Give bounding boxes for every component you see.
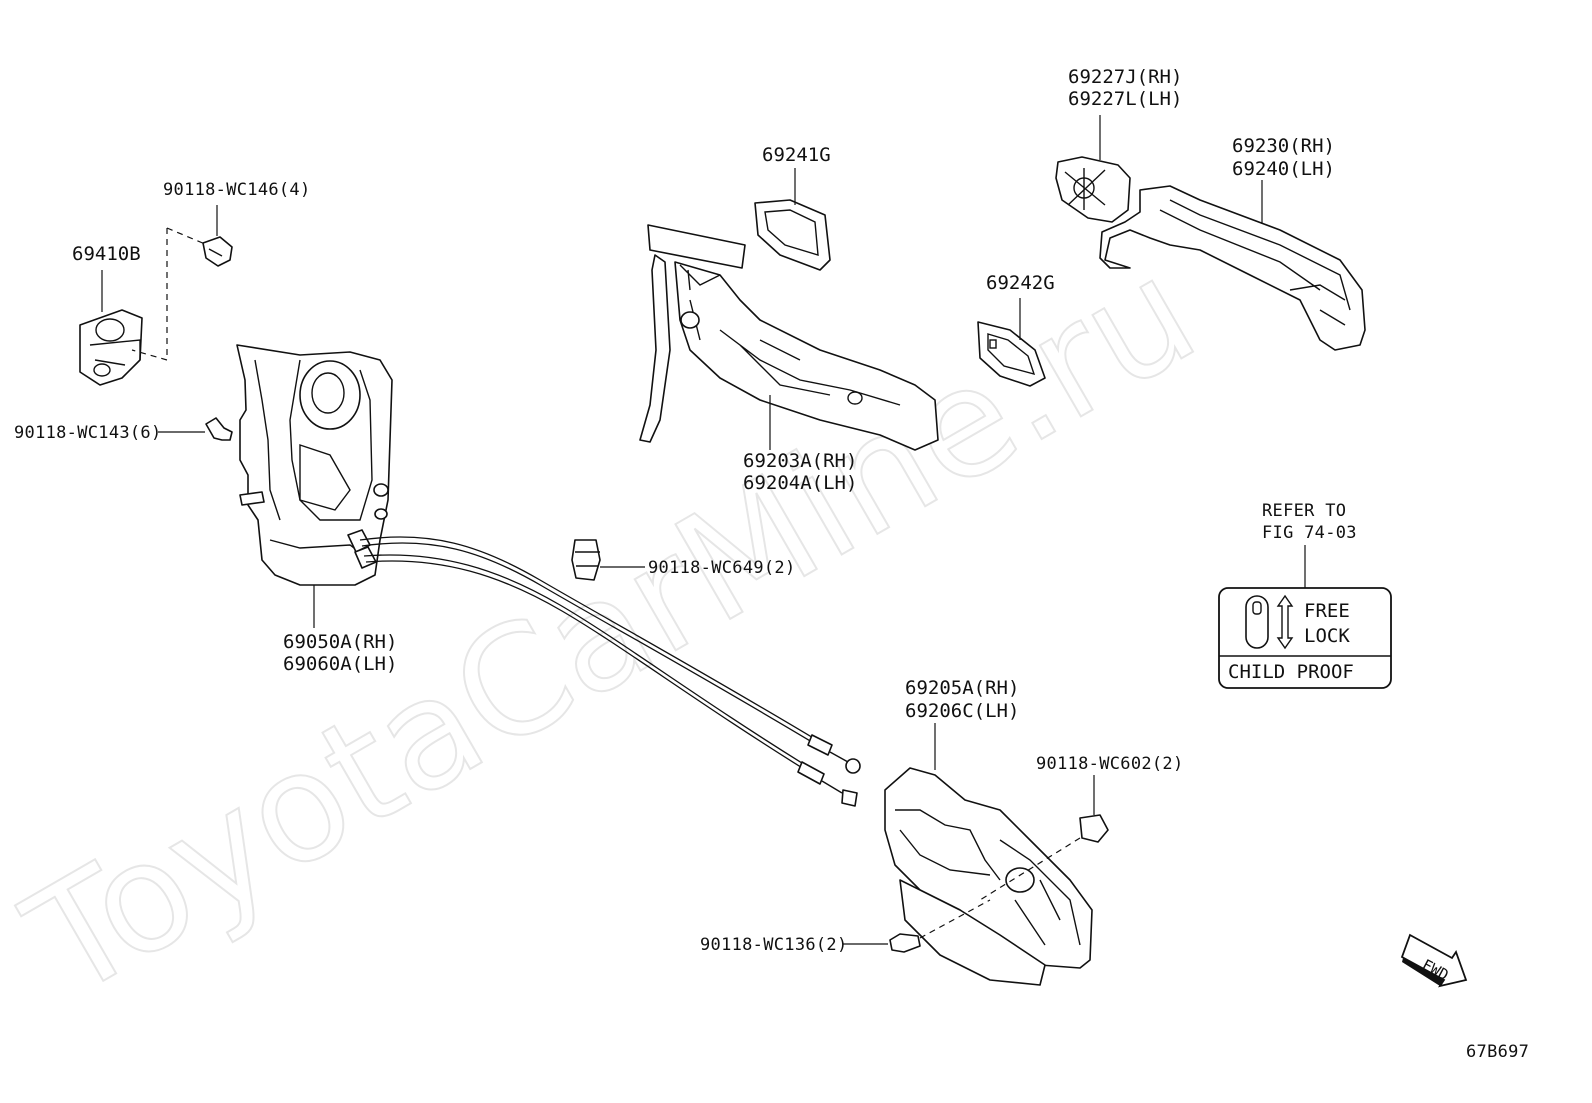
screw-136-dashline (919, 899, 991, 939)
outside-handle-part[interactable] (1099, 185, 1366, 351)
callout-cover-lh: 69227L(LH) (1068, 88, 1182, 110)
bolt-146-icon (202, 236, 233, 267)
pad-241-part[interactable] (754, 199, 831, 271)
screw-136-icon (889, 933, 921, 953)
child-proof-free: FREE (1304, 600, 1350, 622)
callout-screw-143: 90118-WC143(6) (14, 423, 162, 443)
callout-pad-242: 69242G (986, 272, 1055, 294)
callout-pad-241: 69241G (762, 144, 831, 166)
outside-handle-frame[interactable] (639, 224, 939, 451)
callout-frame-rh: 69203A(RH) (743, 450, 857, 472)
callout-bolt-146: 90118-WC146(4) (163, 180, 311, 200)
door-lock-assembly[interactable] (236, 344, 393, 586)
refer-line-2: FIG 74-03 (1262, 523, 1357, 543)
screw-143-icon (205, 417, 233, 441)
pad-242-part[interactable] (977, 321, 1046, 387)
fwd-arrow-icon (1400, 933, 1468, 988)
child-lock-switch-icon (1245, 595, 1269, 649)
callout-frame-lh: 69204A(LH) (743, 472, 857, 494)
figure-code: 67B697 (1466, 1042, 1529, 1062)
refer-line-1: REFER TO (1262, 501, 1346, 521)
child-proof-box (1218, 587, 1392, 689)
callout-clip-602: 90118-WC602(2) (1036, 754, 1184, 774)
clip-602-icon (1079, 814, 1109, 843)
callout-handle-rh: 69230(RH) (1232, 135, 1335, 157)
handle-cover-part[interactable] (1055, 156, 1131, 223)
callout-inner-rh: 69205A(RH) (905, 677, 1019, 699)
clip-602-dashline (979, 837, 1081, 901)
callout-screw-136: 90118-WC136(2) (700, 935, 848, 955)
callout-lock-rh: 69050A(RH) (283, 631, 397, 653)
child-proof-lock: LOCK (1304, 625, 1350, 647)
lock-cables (359, 536, 861, 807)
callout-lock-lh: 69060A(LH) (283, 653, 397, 675)
striker-part[interactable] (79, 309, 143, 386)
inside-handle-part[interactable] (884, 767, 1093, 986)
callout-handle-lh: 69240(LH) (1232, 158, 1335, 180)
callout-clamp-649: 90118-WC649(2) (648, 558, 796, 578)
callout-striker: 69410B (72, 243, 141, 265)
up-down-arrow-icon (1276, 594, 1294, 650)
callout-inner-lh: 69206C(LH) (905, 700, 1019, 722)
striker-bolt-dashline (131, 227, 206, 361)
clamp-649-icon (571, 539, 601, 581)
child-proof-title: CHILD PROOF (1228, 661, 1354, 683)
callout-cover-rh: 69227J(RH) (1068, 66, 1182, 88)
